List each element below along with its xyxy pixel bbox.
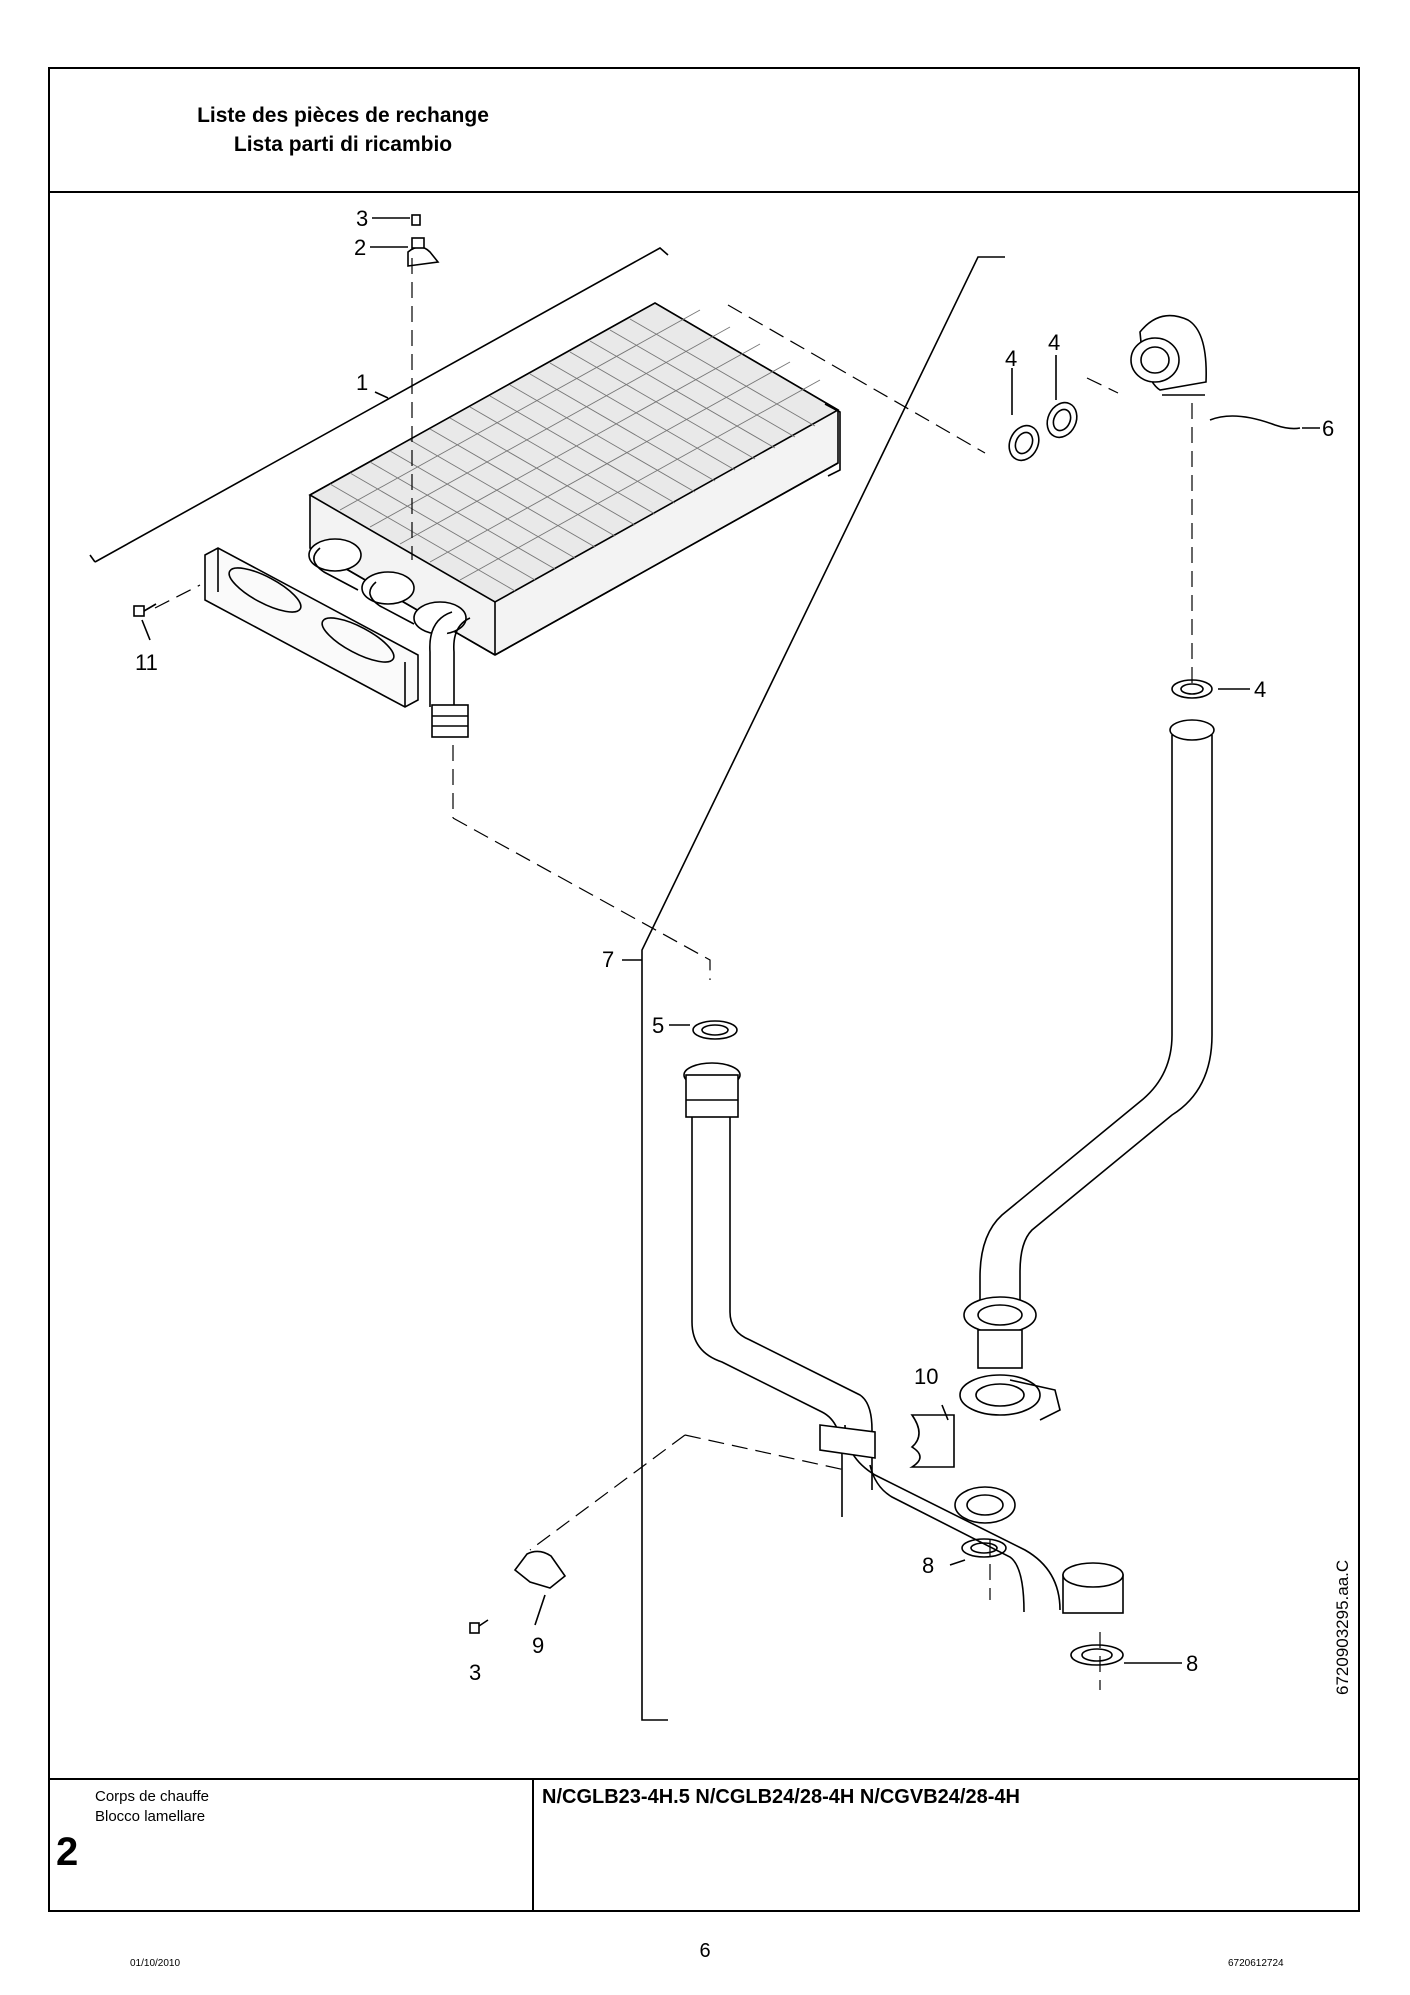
models-list: N/CGLB23-4H.5 N/CGLB24/28-4H N/CGVB24/28… — [542, 1786, 1020, 1808]
clip-9 — [513, 1550, 567, 1589]
screw-3-top — [411, 214, 421, 226]
description-fr: Corps de chauffe — [95, 1788, 209, 1805]
callout-2: 2 — [354, 235, 366, 260]
callout-8-a: 8 — [922, 1553, 934, 1578]
callout-3-bottom: 3 — [469, 1660, 481, 1685]
washer-4-middle — [1171, 679, 1213, 699]
callout-3-top: 3 — [356, 206, 368, 231]
footer-divider — [532, 1780, 534, 1912]
description-it: Blocco lamellare — [95, 1808, 206, 1825]
header-box: Liste des pièces de rechange Lista parti… — [48, 67, 1360, 193]
page-date: 01/10/2010 — [130, 1958, 181, 1969]
page-number: 6 — [699, 1940, 711, 1962]
washers-8 — [961, 1538, 1124, 1666]
clip-2 — [407, 237, 440, 267]
callout-8-b: 8 — [1186, 1651, 1198, 1676]
s-pipe — [683, 1062, 1124, 1614]
screw-3-bottom — [469, 1619, 489, 1634]
front-plate — [204, 547, 419, 708]
washer-5 — [692, 1020, 738, 1040]
long-pipe — [979, 719, 1215, 1307]
callout-4-a: 4 — [1005, 346, 1017, 371]
callout-5: 5 — [652, 1013, 664, 1038]
document-code: 6720612724 — [1228, 1958, 1284, 1969]
clip-6 — [1209, 415, 1301, 430]
callout-9: 9 — [532, 1633, 544, 1658]
callout-7: 7 — [602, 947, 614, 972]
footer-box: Corps de chauffe Blocco lamellare 2 N/CG… — [48, 1778, 1360, 1912]
callout-1: 1 — [356, 370, 368, 395]
drawing-code: 6720903295.aa.C — [1333, 1560, 1352, 1695]
title-it: Lista parti di ricambio — [233, 133, 453, 156]
callout-10: 10 — [914, 1364, 938, 1389]
screw-11 — [133, 603, 157, 617]
page-frame — [48, 67, 1360, 1912]
washers-4-top — [1008, 401, 1078, 462]
title-fr: Liste des pièces de rechange — [197, 104, 489, 127]
valve-assembly — [959, 1296, 1061, 1421]
callout-11: 11 — [135, 650, 158, 675]
heat-exchanger-block — [308, 302, 841, 738]
clip-10 — [909, 1414, 955, 1468]
callout-4-c: 4 — [1254, 677, 1266, 702]
elbow-fitting — [1130, 314, 1207, 396]
callout-4-b: 4 — [1048, 330, 1060, 355]
group-number: 2 — [56, 1830, 79, 1874]
callout-6: 6 — [1322, 416, 1334, 441]
